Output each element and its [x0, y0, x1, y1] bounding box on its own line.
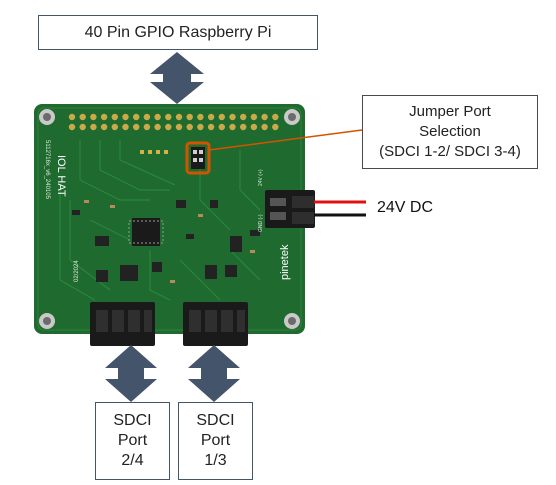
pcb-brand-area: pinetek IOL HAT 5112716x_v6_240105 02/20… [44, 140, 291, 282]
gpio-pin-pad [197, 113, 204, 121]
power-wires [314, 200, 366, 217]
gpio-pin-pad [272, 123, 279, 131]
sdci-port-24-box: SDCI Port 2/4 [95, 402, 170, 480]
gpio-pin-pad [154, 113, 161, 121]
gpio-pin-pad [143, 123, 151, 131]
sdci-connector-2-4 [90, 302, 155, 346]
smd-components [72, 200, 260, 282]
gpio-pin-pad [122, 113, 129, 121]
jumper-highlight [185, 141, 211, 175]
gpio-pin-pad [250, 113, 258, 121]
mounting-hole [39, 313, 55, 329]
gpio-pin-pad [111, 113, 119, 121]
gpio-pin-pad [240, 113, 247, 121]
gpio-pin-pad [261, 123, 268, 131]
gpio-label-box: 40 Pin GPIO Raspberry Pi [38, 15, 318, 50]
gpio-pin-pad [79, 123, 86, 131]
gpio-pin-pad [197, 123, 204, 131]
gpio-pin-pad [175, 113, 183, 121]
jumper-callout-line [208, 129, 363, 151]
power-label: 24V DC [377, 199, 434, 216]
sdci-24-double-arrow [105, 345, 157, 402]
gpio-pin-pad [154, 123, 161, 131]
gpio-pin-pad [133, 123, 140, 131]
gpio-pin-pad [218, 123, 225, 131]
sdci-port-24-label: SDCI Port 2/4 [113, 412, 152, 469]
gpio-pin-pad [90, 113, 97, 121]
gpio-pin-pad [175, 123, 183, 131]
gpio-pin-pad [165, 113, 172, 121]
mounting-hole [284, 313, 300, 329]
gpio-pin-pad [261, 113, 268, 121]
capacitors [84, 200, 255, 283]
mounting-hole [39, 109, 55, 125]
gpio-pin-pad [165, 123, 172, 131]
pcb-board: pinetek IOL HAT 5112716x_v6_240105 02/20… [34, 104, 315, 346]
pcb-traces [59, 140, 261, 301]
sdci-13-double-arrow [188, 345, 240, 402]
gpio-pin-pad [229, 113, 236, 121]
gpio-pin-pad [240, 123, 247, 131]
sdci-port-13-box: SDCI Port 1/3 [178, 402, 253, 480]
pcb-power-pin-text: 24V (+) [258, 169, 264, 186]
jumper-label: Jumper Port Selection (SDCI 1-2/ SDCI 3-… [379, 102, 521, 161]
gpio-pin-pad [79, 113, 86, 121]
jumper-label-box: Jumper Port Selection (SDCI 1-2/ SDCI 3-… [362, 95, 538, 169]
gpio-pin-pad [207, 123, 215, 131]
gpio-pin-pad [272, 113, 279, 121]
sdci-connector-1-3 [183, 302, 248, 346]
sdci-port-13-label: SDCI Port 1/3 [196, 412, 235, 469]
gpio-label: 40 Pin GPIO Raspberry Pi [84, 23, 272, 41]
gpio-pin-pad [100, 123, 108, 131]
gpio-pin-pad [111, 123, 119, 131]
gpio-pin-pad [90, 123, 97, 131]
gpio-pin-pad [68, 123, 76, 131]
gpio-pin-pad [186, 113, 193, 121]
pcb-name-text: IOL HAT [55, 155, 67, 197]
gpio-pin-pad [122, 123, 129, 131]
power-terminal-connector [265, 190, 315, 228]
pcb-brand-text: pinetek [279, 244, 291, 280]
gpio-header [68, 113, 279, 131]
gpio-pin-pad [133, 113, 140, 121]
gpio-double-arrow [150, 52, 204, 104]
gpio-pin-pad [186, 123, 193, 131]
gpio-pin-pad [68, 113, 76, 121]
gpio-pin-pad [207, 113, 215, 121]
pcb-part-number-text: 5112716x_v6_240105 [44, 140, 50, 200]
gpio-pin-pad [250, 123, 258, 131]
mounting-hole [284, 109, 300, 125]
gpio-pin-pad [229, 123, 236, 131]
pcb-date-text: 02/2024 [74, 260, 80, 282]
pcb-gnd-pin-text: GND (-) [258, 214, 264, 232]
microcontroller-chip [128, 218, 164, 246]
gpio-pin-pad [100, 113, 108, 121]
gpio-pin-pad [143, 113, 151, 121]
gpio-pin-pad [218, 113, 225, 121]
small-pin-header [140, 150, 168, 154]
